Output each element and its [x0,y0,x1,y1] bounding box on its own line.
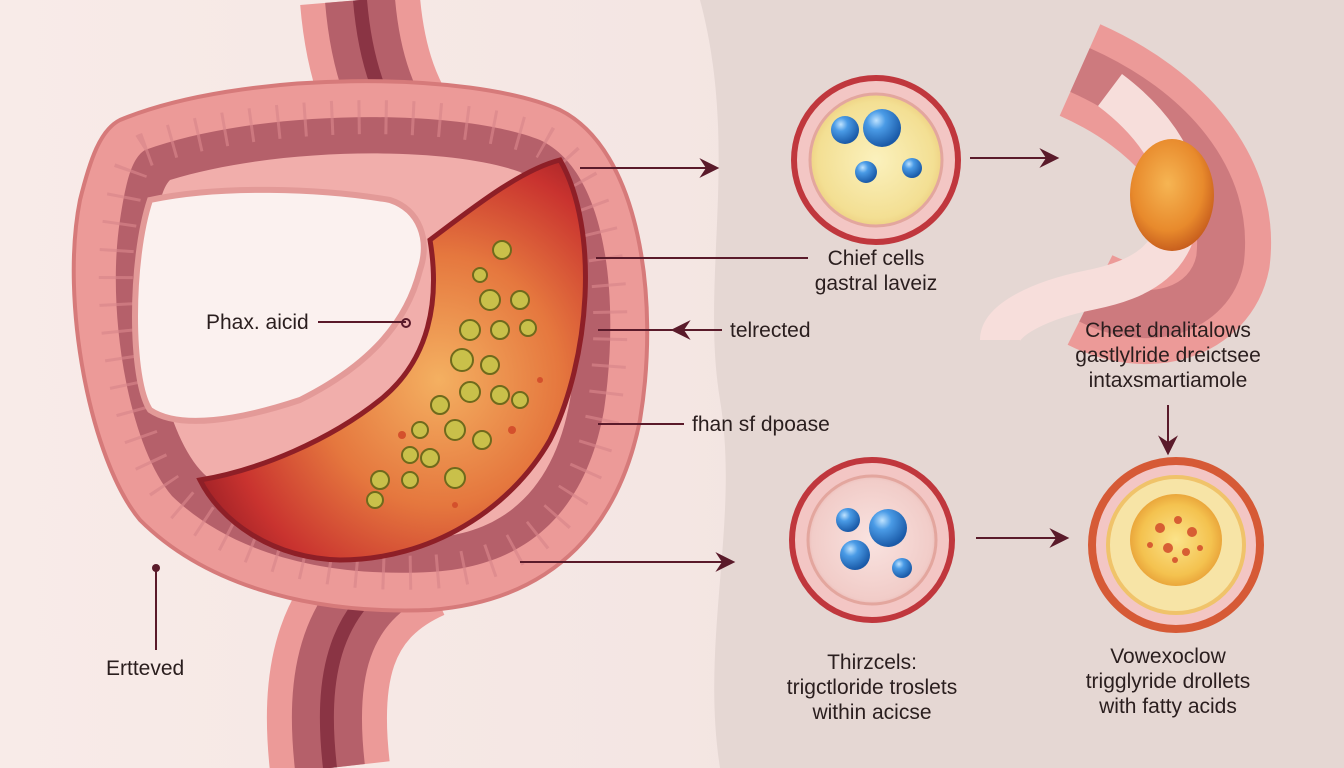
entered-pointer [152,564,160,572]
stomach-illustration [71,0,650,768]
label-these-cells: Thirzcels: trigctloride troslets within … [787,650,957,725]
label-detected: telrected [730,319,811,342]
label-vowex-line1: Vowexoclow [1110,645,1226,668]
label-chief-allows-line1: Cheet dnalitalows [1085,319,1251,342]
label-these-cells-line1: Thirzcels: [827,651,917,674]
label-chief-cells-line1: Chief cells [827,247,925,270]
chief-cell-circle [791,75,961,245]
label-vowex: Vowexoclow trigglyride drollets with fat… [1086,644,1251,719]
acid-particles [398,377,543,508]
label-chief-allows-line3: intaxsmartiamole [1088,369,1248,392]
label-these-cells-line3: within acicse [812,701,932,724]
stomach-cavity [132,186,427,424]
label-entered: Ertteved [106,657,185,680]
muscle-striations [98,100,628,590]
label-chief-allows: Cheet dnalitalows gastlylride dreictsee … [1075,318,1261,393]
arrows [155,148,1178,650]
label-pharynx-acid: Phax. aicid [206,311,309,334]
label-chief-allows-line2: gastlylride dreictsee [1075,344,1261,367]
label-vowex-line3: with fatty acids [1099,695,1237,718]
label-fraction-lipase: fhan sf dpoase [692,413,830,436]
fatty-acid-cell-circle [1088,457,1264,633]
duodenum-section [980,24,1272,364]
label-these-cells-line2: trigctloride troslets [786,676,958,699]
pharynx-acid-pointer [401,318,411,328]
fat-mass-blob [1130,139,1214,251]
stomach-acid-lumen [196,157,588,563]
label-chief-cells-line2: gastral laveiz [814,272,938,295]
label-chief-cells: Chief cells gastral laveiz [815,246,938,296]
triglyceride-cell-circle [789,457,955,623]
label-vowex-line2: trigglyride drollets [1085,670,1251,693]
fat-globules [366,240,537,509]
